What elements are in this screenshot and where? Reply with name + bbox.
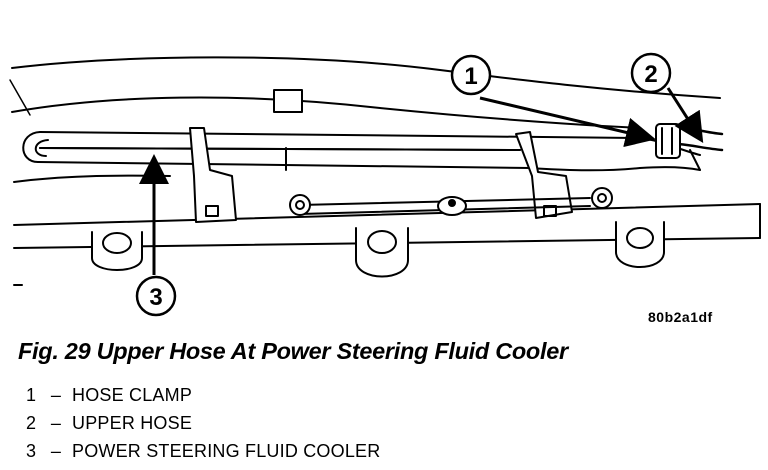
legend-item: 3–POWER STEERING FLUID COOLER (26, 437, 380, 465)
legend-item: 2–UPPER HOSE (26, 409, 380, 437)
callout-3: 3 (135, 275, 177, 317)
frame-boss-left (91, 231, 143, 271)
cooler-tube-bend (22, 131, 41, 163)
legend-list: 1–HOSE CLAMP 2–UPPER HOSE 3–POWER STEERI… (26, 381, 380, 465)
image-code: 80b2a1df (648, 309, 713, 325)
cooler-bracket-right (515, 131, 573, 219)
figure-caption: Fig. 29 Upper Hose At Power Steering Flu… (18, 338, 568, 364)
callout-2-number: 2 (644, 61, 657, 88)
legend-item-number: 1 (26, 385, 37, 405)
legend-item: 1–HOSE CLAMP (26, 381, 380, 409)
cooler-bracket-left (189, 127, 237, 223)
panel-tab (273, 89, 303, 113)
legend-item-number: 3 (26, 441, 37, 461)
callout-2: 2 (630, 52, 672, 94)
legend-item-label: POWER STEERING FLUID COOLER (72, 441, 381, 461)
callout-3-number: 3 (149, 284, 162, 311)
frame-rail-top (13, 203, 761, 226)
legend-item-label: UPPER HOSE (72, 413, 193, 433)
legend-item-dash: – (50, 441, 62, 461)
legend-item-number: 2 (26, 413, 37, 433)
cooler-tube-outer (39, 131, 701, 156)
power-steering-cooler-illustration: 1 2 3 (9, 52, 761, 317)
legend-item-dash: – (50, 385, 62, 405)
callout-1-number: 1 (464, 63, 477, 90)
leader-arrow-1 (479, 96, 656, 148)
panel-bottom-edge (13, 174, 171, 183)
body-panel-lower-edge (11, 96, 641, 129)
cooler-tube-return (37, 161, 641, 172)
diagram-figure: 1 2 3 (9, 52, 761, 317)
callout-1: 1 (450, 54, 492, 96)
hose-clamp (655, 123, 681, 159)
legend-item-label: HOSE CLAMP (72, 385, 193, 405)
body-panel-edge (11, 56, 721, 99)
leader-arrow-2 (666, 87, 704, 144)
legend-item-dash: – (50, 413, 62, 433)
